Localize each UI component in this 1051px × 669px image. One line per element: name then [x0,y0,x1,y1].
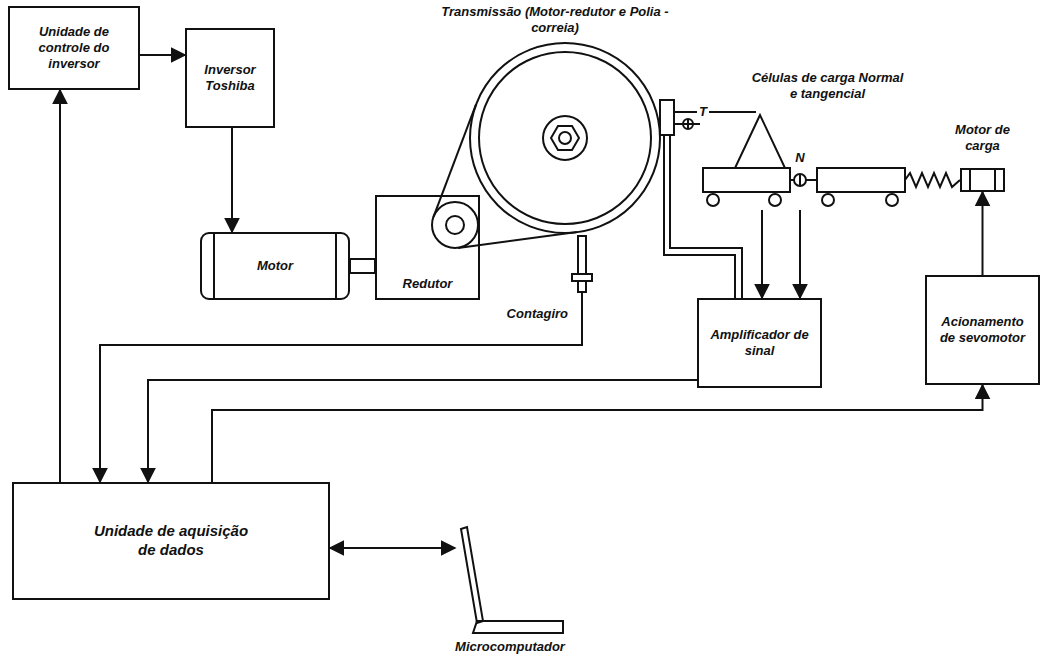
signal-arrow [140,54,185,56]
tach-drawing [572,236,592,292]
daq-box: Unidade de aquisição de dados [12,482,330,600]
belt [458,232,577,248]
node-label: Unidade de aquisição de dados [86,522,256,560]
spring [905,173,960,187]
node-heading: Contagiro [494,306,568,322]
cell-mark [687,119,689,129]
arm [674,111,756,113]
node-label: Unidade de controle do inversor [16,24,132,73]
pulley-hub [543,116,587,160]
force-symbol: N [794,150,806,166]
servo-drive-box: Acionamento de sevomotor [925,275,1040,385]
signal-arrow [148,380,697,482]
reducer-box: Redutor [375,195,480,300]
big-pulley-rim [479,52,651,224]
laptop-drawing [455,525,565,637]
inverter-box: Inversor Toshiba [185,28,275,128]
node-label: Motor [257,258,293,274]
signal-arrow [100,292,582,482]
hex-nut [551,126,579,150]
node-heading: Microcomputador [435,639,585,655]
node-label: Amplificador de sinal [705,327,814,360]
node-label: Redutor [403,276,453,292]
signal-arrow [231,128,233,232]
amplifier-box: Amplificador de sinal [697,298,822,388]
small-pulley-hub [446,216,464,234]
node-heading: Motor de carga [944,122,1021,155]
motor-shaft [350,259,375,273]
tachometer: Contagiro [572,236,592,292]
assembly-title: Transmissão (Motor-redutor e Polia - cor… [430,4,680,37]
signal-arrow [799,210,801,298]
force-symbol: T [697,104,709,120]
signal-arrow [59,90,61,482]
control-unit-box: Unidade de controle do inversor [8,6,140,90]
big-pulley [470,43,660,233]
belt [434,104,477,217]
double-arrow [330,547,455,549]
computer-icon: Microcomputador [455,525,565,637]
contact-block [660,100,674,135]
loadmotor-drawing [960,168,1005,192]
signal-arrow [761,210,763,298]
small-pulley [432,202,478,248]
signal-arrow [982,192,984,275]
signal-arrow [212,385,983,482]
node-label: Inversor Toshiba [193,62,267,95]
signal-wire [670,135,742,298]
motor-symbol: Motor [200,232,350,300]
tangential-cell [683,119,693,129]
load-motor: Motor de carga [960,168,1005,192]
node-label: Acionamento de sevomotor [933,314,1032,347]
axle [559,132,571,144]
node-heading: Células de carga Normal e tangencial [750,70,905,103]
signal-wire [664,135,735,298]
